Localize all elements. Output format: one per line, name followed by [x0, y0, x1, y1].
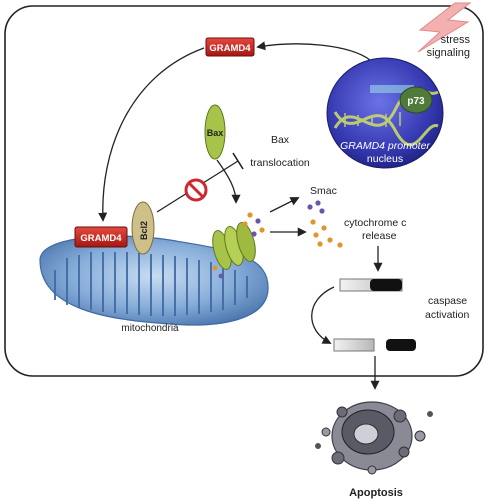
release-label: release — [362, 230, 397, 242]
bax-label: Bax — [207, 128, 224, 138]
bcl2-protein — [131, 201, 155, 255]
apoptosis-label: Apoptosis — [349, 487, 403, 499]
mitochondria-label: mitochondria — [121, 323, 179, 334]
cell-boundary — [4, 5, 484, 377]
arrow-bax-translocation — [216, 159, 241, 204]
caspase-label: caspase — [428, 295, 467, 307]
gramd4-top-label: GRAMD4 — [209, 43, 251, 54]
smac-particles — [307, 200, 325, 214]
bax-translocation-label-2: translocation — [250, 157, 310, 169]
bcl2-label: Bcl2 — [139, 221, 149, 240]
smac-label: Smac — [310, 185, 337, 197]
gramd4-mito-label: GRAMD4 — [80, 233, 122, 244]
stress-signaling-label: signaling — [427, 47, 470, 59]
activation-label: activation — [425, 309, 470, 321]
arrow-promoter-to-gramd4 — [256, 41, 371, 61]
bax-pore — [212, 222, 256, 270]
apoptotic-cell-image — [315, 401, 433, 475]
gramd4-top-box — [205, 37, 255, 57]
inhibition-bar — [232, 152, 244, 170]
nucleus: p73 GRAMD4 promoter nucleus — [326, 57, 444, 169]
cytochrome-label: cytochrome c — [344, 217, 406, 229]
nucleus-label: nucleus — [367, 153, 403, 165]
p73-label: p73 — [407, 96, 425, 107]
active-caspase-bar — [333, 338, 416, 352]
procaspase-bar — [339, 278, 403, 292]
arrow-caspase-activation — [311, 286, 335, 344]
bax-protein — [204, 104, 226, 160]
stress-label: stress — [441, 34, 471, 46]
released-particles — [212, 212, 265, 279]
arrow-gramd4-to-mitochondria — [98, 47, 205, 222]
cytochrome-particles — [310, 219, 343, 248]
bax-translocation-label-1: Bax — [271, 134, 290, 146]
p73-protein — [399, 86, 433, 114]
arrow-to-smac — [269, 197, 300, 213]
promoter-label: GRAMD4 promoter — [340, 140, 430, 152]
mitochondrion: mitochondria — [39, 235, 269, 334]
prohibited-icon — [184, 178, 208, 202]
gramd4-mito-box — [74, 226, 128, 248]
stress-lightning-icon — [417, 2, 472, 53]
